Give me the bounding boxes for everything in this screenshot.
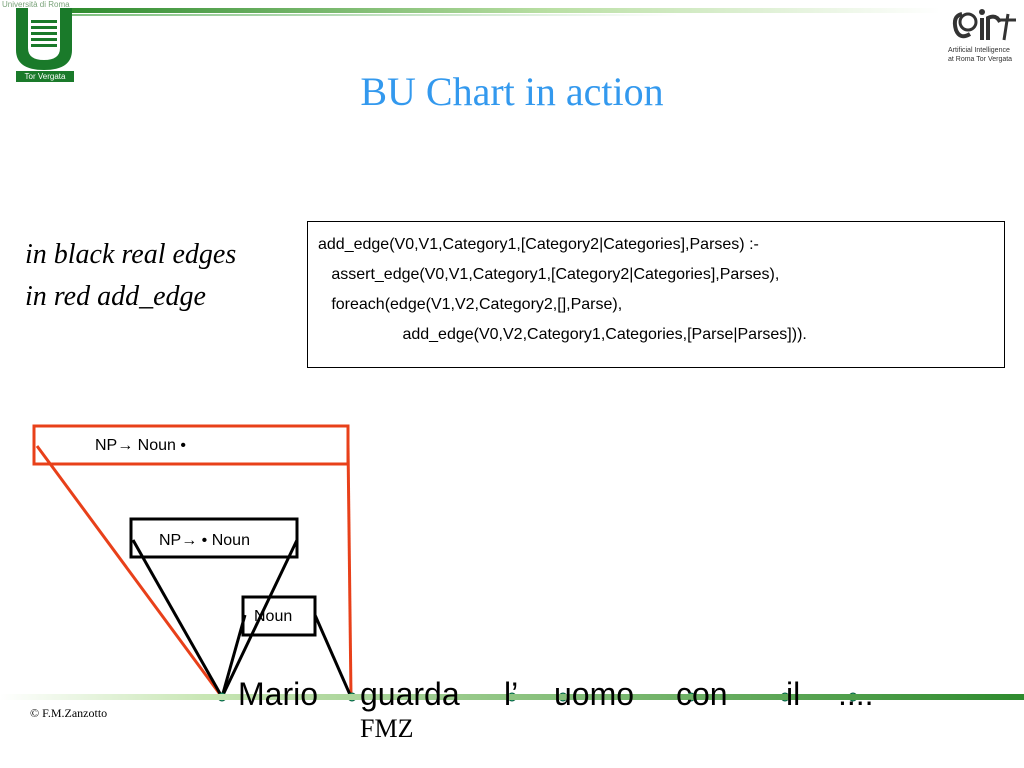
word-con: con — [676, 676, 728, 712]
np-edge-label: NP→ • Noun — [159, 532, 250, 549]
word-l: l’ — [504, 676, 519, 712]
red-edge-right-leg — [346, 443, 353, 698]
ai-lab-caption-line: Artificial Intelligence — [948, 47, 1010, 54]
red-edge-left-leg — [35, 445, 224, 698]
university-logo — [0, 0, 80, 86]
code-line: add_edge(V0,V2,Category1,Categories,[Par… — [318, 326, 807, 343]
footer-rule — [0, 694, 1024, 700]
university-logo-top-text: Università di Roma — [2, 0, 70, 9]
ai-lab-caption: Artificial Intelligence at Roma Tor Verg… — [948, 46, 1020, 64]
np-edge-left-leg — [131, 539, 224, 698]
red-edge-box — [32, 424, 350, 466]
ai-lab-logo — [948, 4, 1020, 74]
np-edge-box — [129, 517, 299, 559]
slide-title: BU Chart in action — [360, 69, 664, 114]
code-line: add_edge(V0,V1,Category1,[Category2|Cate… — [318, 236, 759, 253]
code-box: add_edge(V0,V1,Category1,[Category2|Cate… — [307, 221, 1005, 368]
word-il: il — [786, 676, 801, 712]
legend-red-edges: in red add_edge — [25, 281, 206, 312]
ai-lab-caption-line: at Roma Tor Vergata — [948, 56, 1013, 63]
university-logo-bottom-text: Tor Vergata — [16, 71, 74, 82]
header-rule-thin — [70, 14, 940, 16]
code-line: foreach(edge(V1,V2,Category2,[],Parse), — [318, 296, 623, 313]
word-guarda: guarda — [360, 676, 460, 712]
header-rule — [70, 8, 940, 13]
noun-edge-box — [241, 595, 317, 637]
red-edge-label: NP→ Noun • — [95, 437, 186, 454]
word-mario: Mario — [238, 676, 319, 712]
copyright: © F.M.Zanzotto — [30, 706, 108, 720]
noun-edge-left-leg — [220, 614, 247, 698]
np-edge-right-leg — [220, 539, 299, 698]
legend: in black real edges in red add_edge — [25, 234, 236, 318]
footer-author: FMZ — [360, 714, 414, 743]
word-uomo: uomo — [554, 676, 635, 712]
noun-edge-label: Noun — [254, 608, 292, 625]
code-line: assert_edge(V0,V1,Category1,[Category2|C… — [318, 266, 780, 283]
word-ellipsis: .... — [838, 676, 874, 712]
legend-black-edges: in black real edges — [25, 239, 237, 270]
noun-edge-right-leg — [313, 614, 353, 698]
